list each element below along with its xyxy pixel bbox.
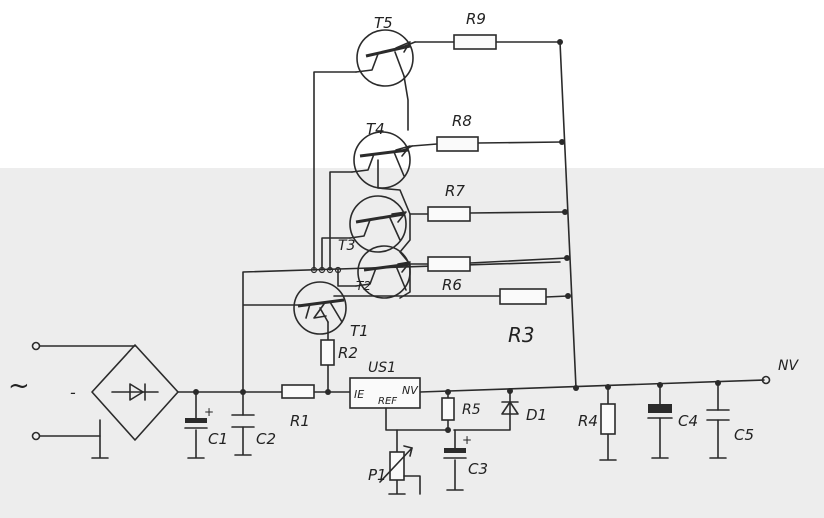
base-links: [313, 71, 411, 299]
bridge-rectifier: -: [70, 344, 179, 459]
r1-label: R1: [290, 412, 310, 430]
c2-label: C2: [256, 430, 276, 448]
svg-text:+: +: [462, 433, 472, 447]
output-terminal: [761, 375, 771, 385]
resistor-r1: R1: [281, 384, 315, 430]
output-label: NV: [778, 358, 799, 374]
r2-label: R2: [338, 344, 358, 362]
capacitor-c4: C4: [647, 384, 698, 459]
base-link-junctions: [310, 266, 342, 274]
c5-label: C5: [734, 426, 754, 444]
resistor-r6: R6: [409, 256, 568, 294]
scan-background: [0, 168, 824, 518]
resistor-r9: R9: [414, 10, 561, 50]
right-bus-junctions: [557, 39, 571, 299]
us1-out-pin: NV: [402, 384, 419, 397]
us1-in-pin: IE: [354, 388, 364, 401]
ac-terminal-top: [31, 341, 41, 351]
potentiometer-p1: P1: [368, 429, 421, 495]
resistor-r7: R7: [409, 182, 566, 222]
positive-rail: [177, 379, 765, 393]
c3-label: C3: [468, 460, 488, 478]
capacitor-c2: C2: [231, 391, 276, 456]
t3-label: T3: [338, 238, 355, 254]
resistor-r5: R5: [441, 391, 481, 433]
d1-label: D1: [526, 406, 547, 424]
c1-label: C1: [208, 430, 228, 448]
c4-label: C4: [678, 412, 698, 430]
r3-label: R3: [508, 323, 535, 347]
r9-label: R9: [466, 10, 486, 28]
resistor-r2: R2: [320, 321, 358, 393]
transistor-t4: T4: [351, 120, 413, 189]
r6-label: R6: [442, 276, 462, 294]
ac-symbol: ~: [8, 371, 30, 401]
t1-label: T1: [350, 322, 369, 340]
capacitor-c1: + C1: [184, 391, 228, 459]
transistor-t1: T1: [293, 281, 369, 340]
ac-terminal-bottom: [31, 431, 41, 441]
p1-label: P1: [368, 466, 387, 484]
r8-label: R8: [452, 112, 472, 130]
r7-label: R7: [445, 182, 465, 200]
us1-ref-pin: REF: [378, 396, 397, 407]
t2-label: T2: [356, 279, 371, 293]
bridge-minus-label: -: [70, 383, 76, 402]
right-bus: [559, 41, 577, 389]
regulator-us1: IE REF NV US1: [349, 360, 449, 431]
resistor-r4: R4: [578, 386, 617, 461]
r4-label: R4: [578, 412, 598, 430]
capacitor-c3: + C3: [443, 429, 488, 491]
transistor-t5: T5: [355, 14, 416, 87]
svg-text:+: +: [204, 405, 214, 419]
resistor-r3: R3: [333, 288, 569, 347]
t4-label: T4: [366, 120, 385, 138]
resistor-r8: R8: [411, 112, 563, 152]
transistor-t3: T3: [338, 195, 407, 254]
t5-label: T5: [374, 14, 393, 32]
us1-label: US1: [368, 360, 396, 376]
transistor-t2: T2: [355, 245, 411, 299]
diode-d1: D1: [453, 390, 547, 431]
r5-label: R5: [462, 402, 481, 418]
capacitor-c5: C5: [706, 382, 754, 459]
